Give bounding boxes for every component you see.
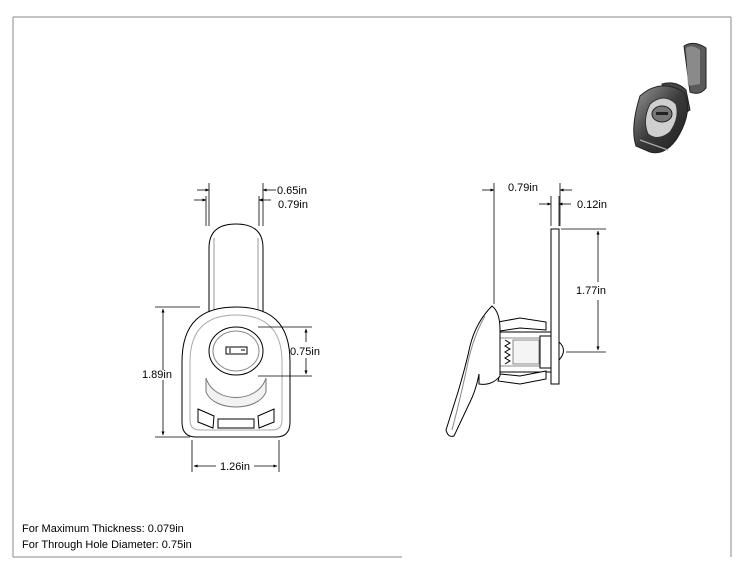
cylinder-tail — [558, 340, 564, 362]
dim-label-1-89: 1.89in — [142, 369, 172, 381]
cam-plate-side — [550, 228, 560, 385]
front-dimensions — [155, 183, 312, 472]
dim-label-0-12: 0.12in — [577, 199, 607, 211]
side-dimension-labels: 0.79in 0.12in 1.77in — [508, 182, 607, 297]
threaded-section — [504, 339, 511, 365]
dim-label-1-77: 1.77in — [576, 285, 606, 297]
dim-label-0-79-side: 0.79in — [508, 182, 538, 194]
dim-label-0-75: 0.75in — [290, 346, 320, 358]
lower-clip — [497, 370, 547, 385]
front-view — [181, 223, 291, 438]
cam-arm-front — [208, 223, 264, 313]
sheet-frame — [12, 16, 732, 558]
grip-slot-right — [257, 408, 275, 429]
handle-profile-side — [445, 305, 501, 437]
side-view — [445, 228, 564, 437]
grip-slot-middle — [217, 418, 255, 429]
dim-label-0-79-front: 0.79in — [278, 199, 308, 211]
side-dimensions — [482, 183, 606, 353]
dim-label-1-26: 1.26in — [220, 461, 250, 473]
isometric-render — [633, 42, 707, 154]
note-max-thickness: For Maximum Thickness: 0.079in — [22, 523, 184, 535]
grip-slot-left — [197, 408, 215, 429]
front-dimension-labels: 0.65in 0.79in 1.89in 0.75in 1.26in — [142, 185, 320, 473]
keyway-slot — [225, 346, 248, 355]
upper-clip — [497, 317, 547, 332]
dim-label-0-65: 0.65in — [277, 185, 307, 197]
note-through-hole-diameter: For Through Hole Diameter: 0.75in — [22, 539, 192, 551]
